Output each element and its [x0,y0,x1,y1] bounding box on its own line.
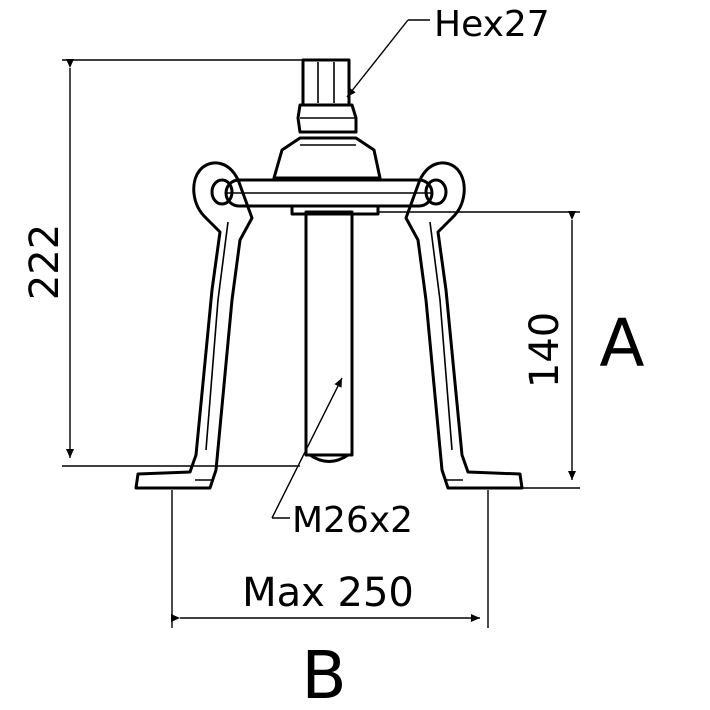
spindle [272,58,382,463]
dimension-222-label: 222 [22,224,68,300]
letter-a: A [599,305,644,382]
leader-thread [271,377,343,519]
leader-hex [346,19,430,98]
dimension-max-250-label: Max 250 [242,570,414,616]
dimension-max-250 [171,490,489,628]
thread-label: M26x2 [292,500,413,541]
threaded-rod [304,210,354,457]
hex-label: Hex27 [434,4,550,45]
hex-head [301,58,351,107]
neck-collar [296,103,358,134]
dimension-140 [378,211,580,489]
rod-tip [308,453,350,463]
yoke-cone [272,136,382,180]
dimension-222 [62,59,305,467]
letter-b: B [301,637,346,710]
jaw-left [134,161,254,490]
cross-beam [224,178,434,216]
dimension-140-label: 140 [522,312,568,388]
